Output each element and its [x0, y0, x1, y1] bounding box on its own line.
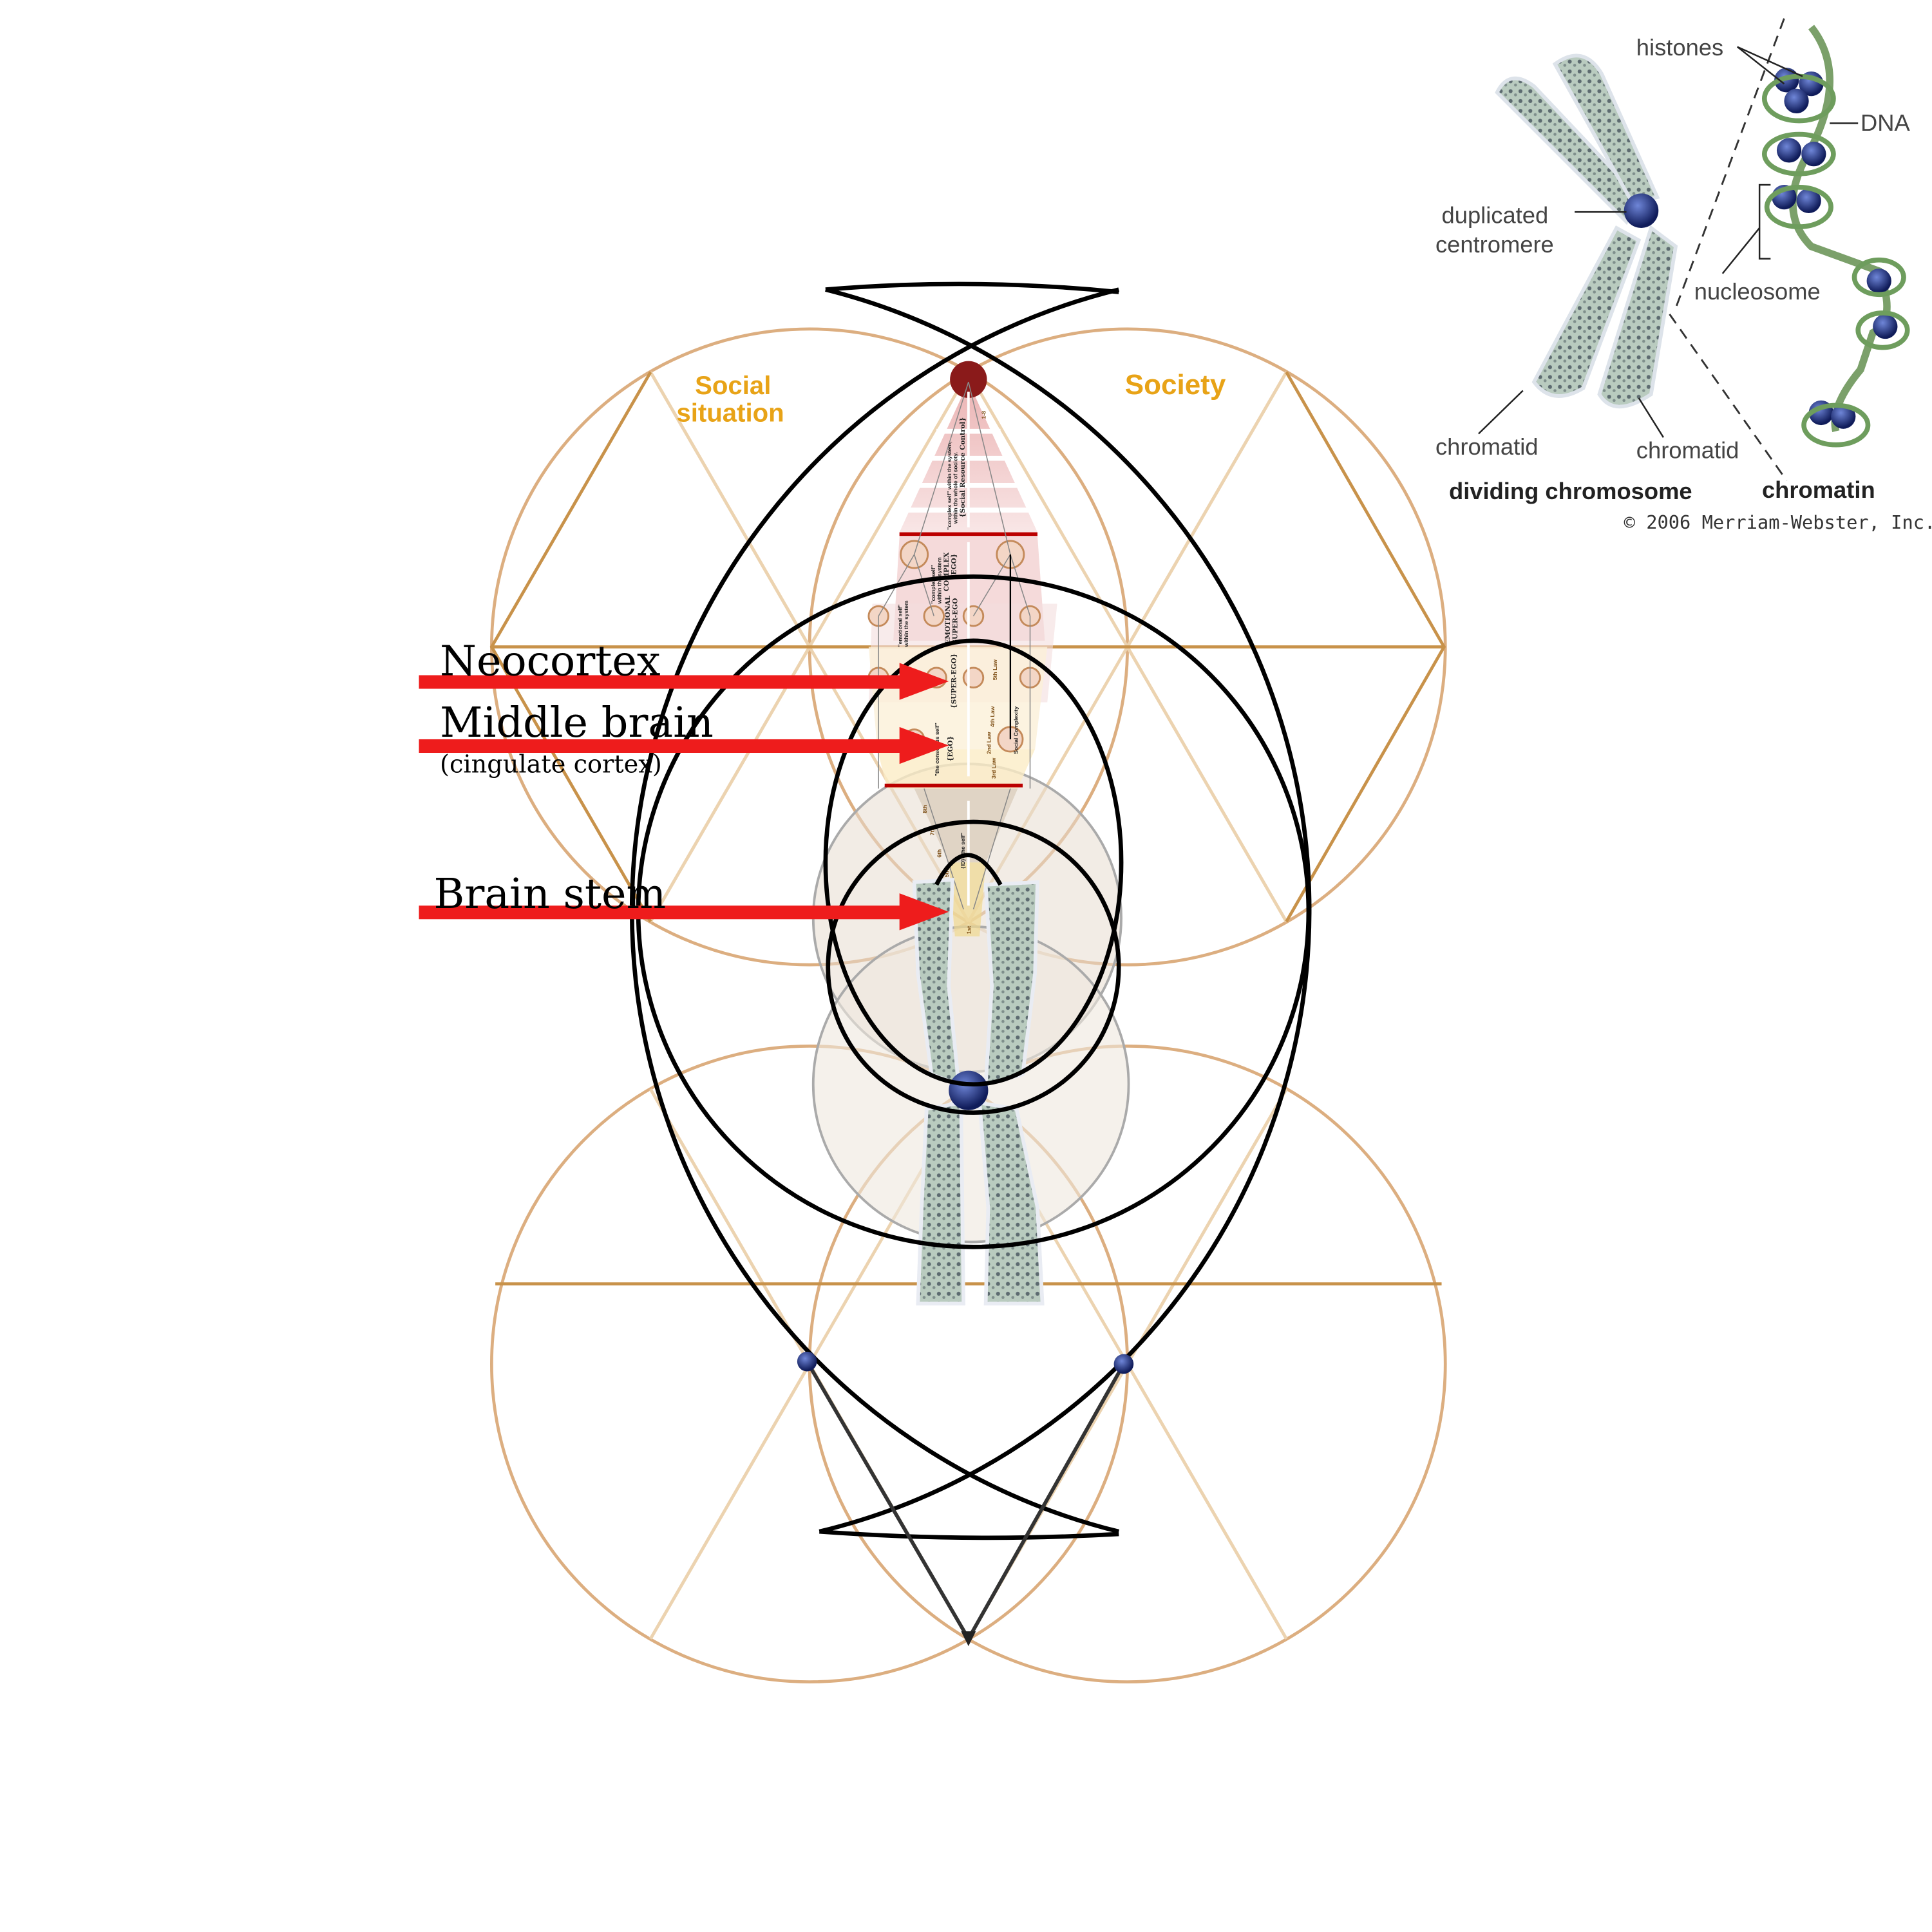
blue-dot-left — [797, 1351, 817, 1372]
label-neocortex: Neocortex — [440, 637, 661, 685]
pyramid-law4: 4th Law — [989, 706, 996, 727]
label-middle-brain: Middle brain — [440, 699, 714, 747]
pyramid-ordinal-7: 7th — [929, 827, 935, 835]
blue-dot-right — [1113, 1354, 1134, 1374]
pyramid-ordinal-8: 8th — [922, 805, 928, 813]
pyramid-complex-3: COMPLEX — [943, 552, 951, 591]
label-society: Society — [1125, 369, 1226, 401]
inset-label-duplicated: duplicated — [1442, 202, 1549, 228]
arrow-neocortex — [419, 663, 949, 700]
inset-label-dna: DNA — [1861, 109, 1910, 136]
pyramid-ordinal-5: 5th — [943, 869, 950, 877]
pyramid-law2: 2nd Law — [985, 732, 992, 754]
pyramid-complex-1: "complex self" — [930, 565, 936, 603]
pyramid-ordinal-1: 1st — [966, 926, 972, 934]
pyramid-emotional-1: "emotional self" — [897, 605, 904, 647]
lower-v-lines — [805, 1360, 1126, 1640]
inset-label-chromatid-left: chromatid — [1435, 433, 1539, 460]
label-brain-stem: Brain stem — [433, 870, 666, 918]
pyramid-emotional-3: EMOTIONAL — [944, 595, 952, 644]
pyramid-top-emblem — [950, 361, 987, 398]
inset-label-nucleosome: nucleosome — [1694, 278, 1821, 305]
central-chromosome — [912, 878, 1045, 1306]
pyramid-range: 1-8 — [981, 411, 987, 419]
pyramid-law3: 3rd Law — [990, 757, 997, 779]
red-arrows — [419, 663, 949, 931]
pyramid-social-complexity: Social Complexity — [1012, 706, 1019, 754]
pyramid-conscious-2: {EGO} — [947, 736, 954, 762]
v-apex-marker — [961, 1631, 976, 1647]
label-social-situation-line2: situation — [676, 398, 784, 427]
pyramid-top-text-2: within the whole of society. — [952, 452, 959, 524]
inset-label-chromatid-right: chromatid — [1636, 437, 1739, 464]
pyramid-law5: 5th Law — [992, 659, 998, 680]
pyramid-complex-4: {EGO} — [951, 554, 958, 580]
inset-label-centromere: centromere — [1435, 231, 1554, 258]
label-social-situation-line1: Social — [695, 371, 771, 400]
pyramid-top-text-3: {Social Resource Control} — [959, 417, 967, 518]
pyramid-superego: {SUPER-EGO} — [951, 654, 958, 708]
arrow-brain-stem — [419, 893, 949, 931]
inset-title-dividing-chromosome: dividing chromosome — [1449, 478, 1692, 504]
chromosome-inset: histones DNA duplicated centromere nucle… — [1435, 18, 1932, 533]
inset-copyright: © 2006 Merriam-Webster, Inc. — [1624, 511, 1932, 533]
pyramid-id-self: {ID} "the self" — [960, 833, 966, 869]
hexagon-outline — [489, 371, 1446, 1286]
inset-title-chromatin: chromatin — [1762, 477, 1875, 503]
chromatin-strand — [1761, 24, 1910, 448]
label-cingulate-cortex: (cingulate cortex) — [440, 750, 662, 779]
pyramid-emotional-4: SUPER-EGO — [952, 598, 960, 645]
pyramid-ordinal-6: 6th — [936, 849, 943, 858]
inset-label-histones: histones — [1636, 34, 1723, 61]
pyramid-top-text-1: "complex self" within the system, — [946, 442, 952, 530]
arrow-middle-brain — [419, 726, 949, 764]
pyramid-emotional-2: within the system — [903, 600, 909, 647]
pyramid-complex-2: within the system — [936, 557, 943, 604]
central-centromere — [949, 1070, 989, 1110]
inset-centromere — [1624, 193, 1659, 228]
